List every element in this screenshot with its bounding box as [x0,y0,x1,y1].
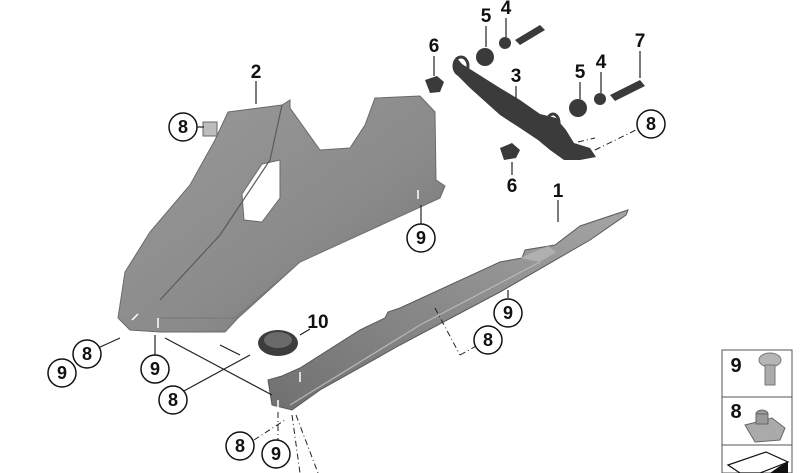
part-6-nut-top [425,76,444,93]
sheet-corner-icon [726,451,790,473]
plain-labels: 1 2 3 4 5 6 5 4 7 6 10 [251,0,646,333]
svg-text:9: 9 [416,228,426,248]
leader-lines [97,18,641,396]
legend-item-8: 8 [730,401,786,443]
part-4-washer-bottom [594,93,606,105]
svg-text:9: 9 [271,444,281,464]
callout-8-top-left: 8 [168,112,198,142]
button-head-screw-icon [758,352,782,386]
clip-nut-icon [744,409,786,443]
part-5-spacer-bottom [569,99,587,117]
callout-8-left: 8 [72,339,102,369]
callout-9-mid: 9 [406,223,436,253]
label-7: 7 [635,31,646,52]
svg-text:9: 9 [730,355,741,377]
part-6-nut-bottom [500,143,520,160]
label-4-top: 4 [501,0,512,19]
hardware-group [425,25,645,160]
callout-8-center: 8 [473,325,503,355]
part-5-spacer-top [476,48,494,66]
callout-8-bottom-mid: 8 [158,385,188,415]
part-1-trim-strip [267,209,629,411]
callout-9-right: 9 [493,298,523,328]
label-2: 2 [251,62,262,83]
label-6-bottom: 6 [507,176,518,197]
part-2-side-panel [117,95,446,333]
callout-8-bottom: 8 [225,431,255,461]
part-7-bolt-bottom [610,80,645,101]
svg-text:9: 9 [57,363,67,383]
label-6-top: 6 [429,36,440,57]
svg-text:8: 8 [646,114,656,134]
circled-callouts: 8 8 9 9 8 8 9 9 [47,109,666,469]
svg-text:8: 8 [82,344,92,364]
svg-text:8: 8 [483,330,493,350]
svg-text:8: 8 [235,436,245,456]
part-4-washer-top [499,37,511,49]
callout-9-left-mid: 9 [140,354,170,384]
callout-9-bottom: 9 [261,439,291,469]
label-5-top: 5 [481,6,492,27]
hardware-legend: 9 8 [721,349,793,473]
callout-9-left: 9 [47,358,77,388]
label-4-bottom: 4 [596,52,607,73]
part-7-bolt-top [515,25,545,45]
label-3: 3 [511,66,522,87]
part-10-grommet [258,330,298,356]
svg-text:9: 9 [503,303,513,323]
svg-text:8: 8 [178,117,188,137]
label-1: 1 [553,181,564,202]
svg-text:9: 9 [150,359,160,379]
label-10: 10 [307,312,328,333]
callout-8-right: 8 [636,109,666,139]
legend-item-sheet [726,451,790,473]
svg-text:8: 8 [168,390,178,410]
legend-item-9: 9 [730,352,782,386]
svg-text:8: 8 [730,401,741,423]
label-5-bottom: 5 [575,62,586,83]
part-3-bracket [452,55,596,160]
